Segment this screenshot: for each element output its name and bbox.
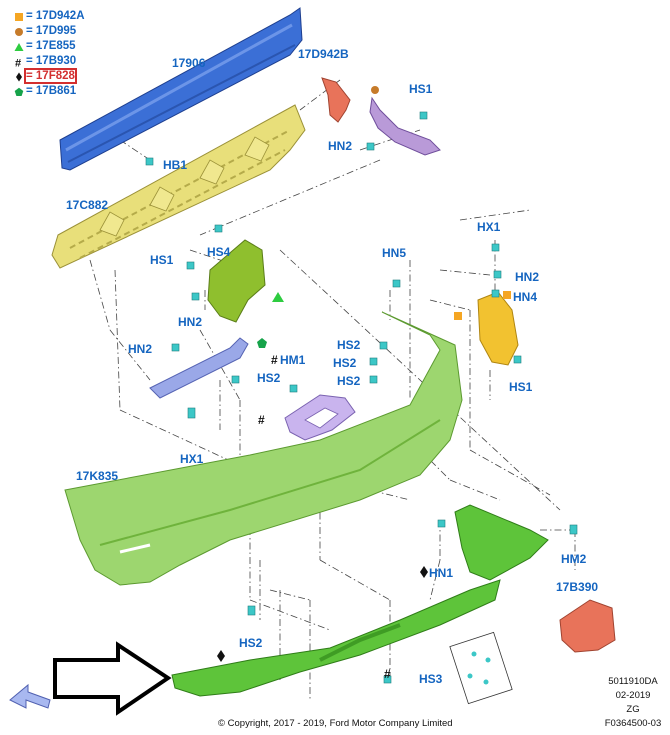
legend-label: = 17D942A: [26, 10, 85, 22]
hash-symbol-icon: #: [15, 58, 21, 68]
hash-mark-lower: #: [384, 667, 391, 681]
diamond-symbol-icon: [420, 566, 428, 578]
bracket-lower-left: [149, 337, 249, 399]
label-hn5: HN5: [382, 246, 407, 260]
square-symbol-icon: [454, 312, 462, 320]
copyright-text: © Copyright, 2017 - 2019, Ford Motor Com…: [218, 718, 453, 729]
label-hm2: HM2: [561, 552, 587, 566]
label-17K835: 17K835: [76, 469, 119, 483]
legend-label: = 17B930: [26, 55, 77, 67]
hs3-clip-box: [449, 631, 513, 705]
label-hs2-bottom: HS2: [239, 636, 263, 650]
label-hs2-a: HS2: [337, 338, 361, 352]
drawing-code-1: 5011910DA: [608, 676, 658, 687]
triangle-symbol-icon: [272, 292, 284, 302]
outline-arrow-icon: [53, 641, 172, 716]
label-hm1: HM1: [280, 353, 306, 367]
label-hs2-left: HS2: [257, 371, 281, 385]
legend-label: = 17E855: [26, 40, 76, 52]
legend: = 17D942A = 17D995 = 17E855 # = 17B930= 17F8…: [14, 10, 134, 100]
label-17B390: 17B390: [556, 580, 599, 594]
label-hs3: HS3: [419, 672, 443, 686]
label-hn2-left: HN2: [178, 315, 203, 329]
pentagon-symbol-icon: [14, 87, 24, 96]
drawing-code-2: 02-2019: [615, 690, 651, 701]
label-hx1-left: HX1: [180, 452, 204, 466]
bumper-reinforcement-17906: [59, 7, 303, 171]
legend-label: = 17D995: [26, 25, 77, 37]
legend-item: = 17E855: [14, 40, 134, 55]
label-hs4: HS4: [207, 245, 231, 259]
drawing-code-3: ZG: [626, 704, 640, 715]
bracket-right-17D942A: [477, 291, 519, 366]
bracket-side-left: [207, 239, 266, 323]
label-17C882: 17C882: [66, 198, 109, 212]
label-hn2-top: HN2: [328, 139, 353, 153]
bumper-cover-17K835: [64, 311, 463, 586]
label-hx1-right: HX1: [477, 220, 501, 234]
svg-text:#: #: [15, 58, 21, 68]
drawing-code-4: F0364500-03: [604, 718, 662, 729]
circle-symbol-icon: [371, 86, 379, 94]
diamond-symbol-icon: [16, 72, 22, 82]
hash-mark-hm1: #: [271, 353, 278, 367]
label-hs1-right: HS1: [509, 380, 533, 394]
square-symbol-icon: [15, 13, 23, 21]
legend-label: = 17B861: [26, 85, 77, 97]
label-hs2-c: HS2: [337, 374, 361, 388]
label-hs1-left: HS1: [150, 253, 174, 267]
direction-arrow-icon: [9, 683, 51, 709]
pentagon-symbol-icon: [257, 338, 267, 348]
legend-label: = 17F828: [24, 68, 77, 84]
label-hn4: HN4: [513, 290, 538, 304]
label-hn2-lower: HN2: [128, 342, 153, 356]
bracket-17B390: [559, 599, 616, 653]
hash-mark-center: #: [258, 413, 265, 427]
bracket-17D942B: [321, 77, 351, 123]
bracket-purple-17D995: [369, 96, 441, 156]
label-hs2-b: HS2: [333, 356, 357, 370]
fastener-clips: [145, 111, 578, 684]
label-hn2-right: HN2: [515, 270, 540, 284]
legend-item: = 17D995: [14, 25, 134, 40]
triangle-symbol-icon: [14, 43, 24, 51]
label-hb1: HB1: [163, 158, 188, 172]
legend-item: = 17D942A: [14, 10, 134, 25]
legend-item: # = 17B930: [14, 55, 134, 70]
valance-right: [454, 504, 549, 581]
square-symbol-icon: [503, 291, 511, 299]
legend-item: = 17B861: [14, 85, 134, 100]
label-17D942B: 17D942B: [298, 47, 349, 61]
circle-symbol-icon: [15, 28, 23, 36]
label-hn1: HN1: [429, 566, 454, 580]
diamond-symbol-icon: [217, 650, 225, 662]
label-17906: 17906: [172, 56, 206, 70]
energy-absorber-17C882: [51, 104, 306, 269]
label-hs1-top: HS1: [409, 82, 433, 96]
part-symbols: [217, 86, 511, 662]
legend-item: = 17F828: [14, 68, 134, 85]
bracket-center-17B930: [284, 394, 356, 441]
lower-valance: [171, 579, 501, 697]
